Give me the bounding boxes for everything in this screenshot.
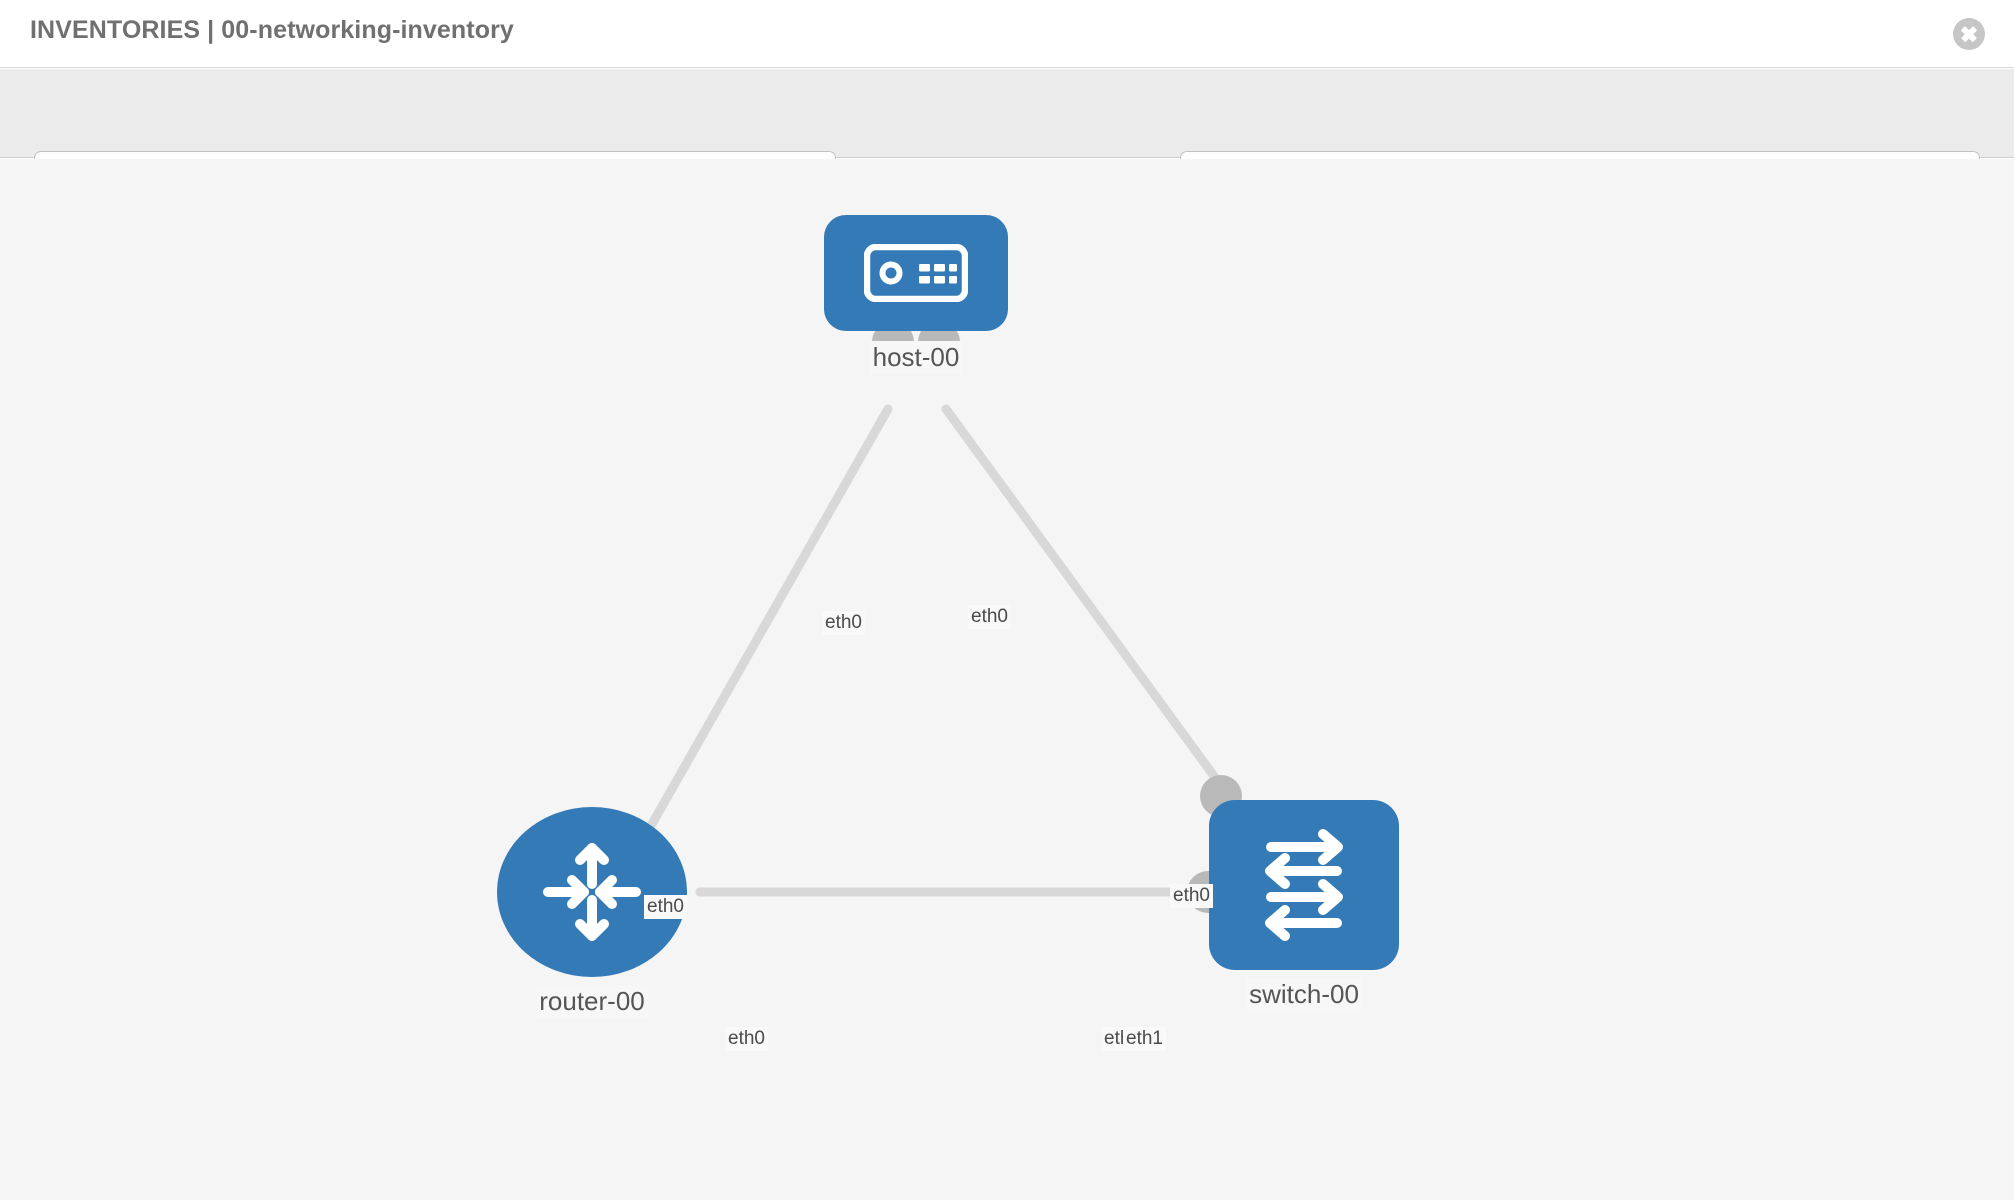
iface-label-router-to-host: eth0 bbox=[644, 895, 687, 919]
iface-label-switch-to-router-b: eth1 bbox=[1123, 1027, 1166, 1051]
iface-label-switch-to-host: eth0 bbox=[1170, 884, 1213, 908]
page-header: INVENTORIES | 00-networking-inventory bbox=[0, 0, 2014, 68]
node-label-router-00: router-00 bbox=[536, 985, 648, 1018]
iface-label-host-left: eth0 bbox=[822, 611, 865, 635]
router-node-shape[interactable] bbox=[497, 807, 687, 977]
edge-host-switch bbox=[941, 404, 1243, 814]
close-icon[interactable] bbox=[1953, 18, 1985, 50]
topology-canvas[interactable]: host-00 eth0 eth0 bbox=[0, 159, 2014, 1200]
server-icon bbox=[864, 244, 968, 302]
iface-label-host-right: eth0 bbox=[968, 605, 1011, 629]
node-host-00[interactable]: host-00 bbox=[824, 215, 1008, 374]
iface-label-router-to-switch: eth0 bbox=[725, 1027, 768, 1051]
node-label-host-00: host-00 bbox=[869, 341, 963, 374]
topology-edges bbox=[610, 404, 1243, 897]
switch-arrows-icon bbox=[1265, 829, 1343, 941]
host-node-shape[interactable] bbox=[824, 215, 1008, 331]
edge-host-router bbox=[610, 404, 893, 894]
toolbar: ACTIONS SEARCH bbox=[0, 69, 2014, 203]
node-router-00[interactable]: router-00 bbox=[497, 807, 687, 1018]
router-arrows-icon bbox=[543, 843, 641, 941]
switch-node-shape[interactable] bbox=[1209, 800, 1399, 970]
page-title: INVENTORIES | 00-networking-inventory bbox=[30, 16, 514, 44]
node-label-switch-00: switch-00 bbox=[1246, 978, 1362, 1011]
node-switch-00[interactable]: switch-00 bbox=[1187, 775, 1399, 1011]
